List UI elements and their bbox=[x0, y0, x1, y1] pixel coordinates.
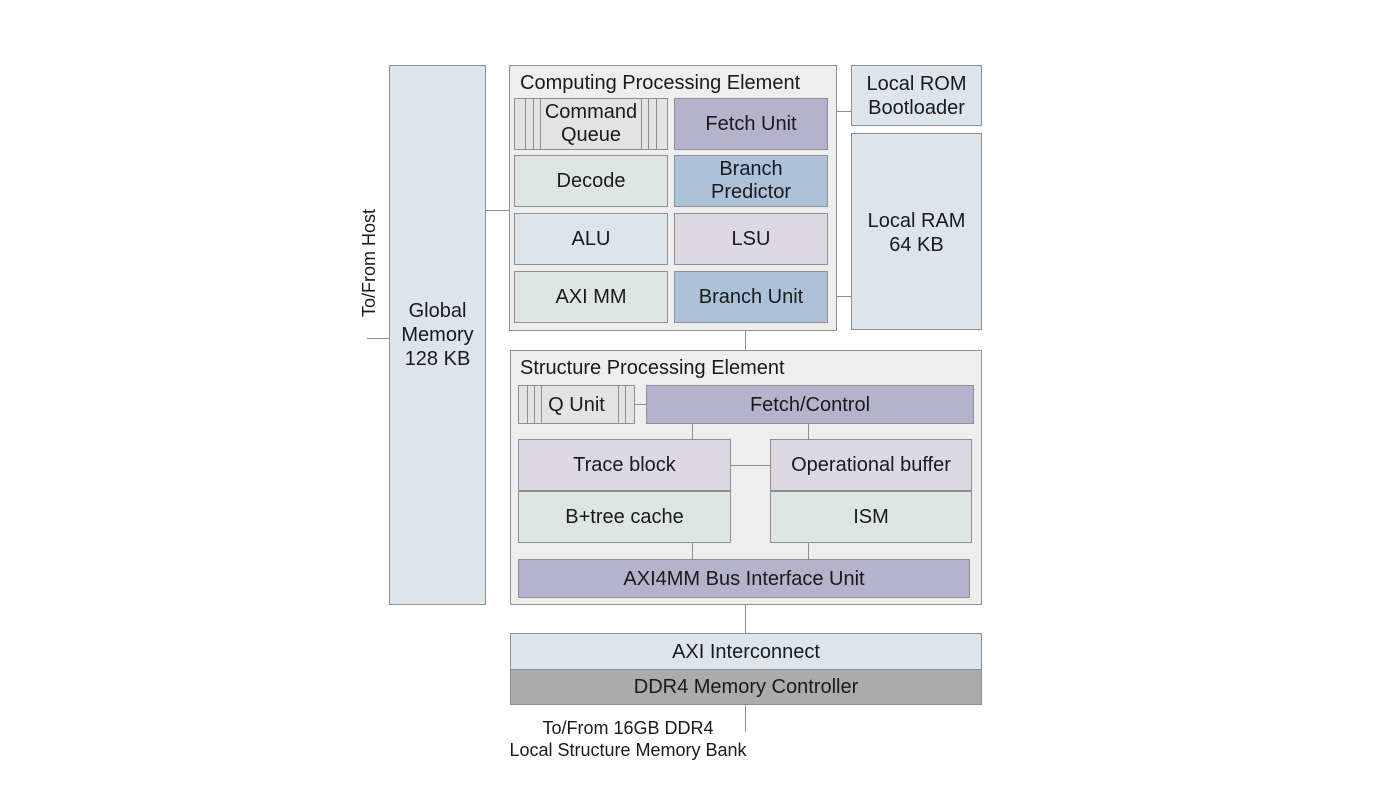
trace-block: Trace block bbox=[518, 439, 731, 491]
alu-label: ALU bbox=[571, 228, 611, 250]
btree-cache-label: B+tree cache bbox=[565, 506, 684, 528]
fetch-to-opbuf-line bbox=[808, 423, 809, 439]
fetch-unit-block: Fetch Unit bbox=[674, 98, 828, 150]
q-unit-label: Q Unit bbox=[548, 393, 605, 416]
branch-predictor-label: Branch Predictor bbox=[710, 158, 792, 203]
ddr-to-bank-line bbox=[745, 704, 746, 732]
fetch-to-rom-line bbox=[828, 111, 851, 112]
fetch-to-trace-line bbox=[692, 423, 693, 439]
command-queue-label: Command Queue bbox=[544, 101, 638, 146]
host-connector-line bbox=[367, 338, 390, 339]
axi-interconnect-label: AXI Interconnect bbox=[672, 640, 820, 663]
computing-pe-title: Computing Processing Element bbox=[520, 72, 801, 94]
operational-buffer-label: Operational buffer bbox=[791, 454, 951, 476]
global-to-computing-line bbox=[485, 210, 510, 211]
btree-cache-block: B+tree cache bbox=[518, 491, 731, 543]
fetch-control-block: Fetch/Control bbox=[646, 385, 974, 424]
ddr4-controller-block: DDR4 Memory Controller bbox=[510, 669, 982, 705]
ddr4-controller-label: DDR4 Memory Controller bbox=[633, 676, 859, 698]
local-ram-block: Local RAM 64 KB bbox=[851, 133, 982, 330]
lsu-label: LSU bbox=[731, 228, 771, 250]
alu-block: ALU bbox=[514, 213, 668, 265]
axi-interconnect-block: AXI Interconnect bbox=[510, 633, 982, 670]
branch-predictor-block: Branch Predictor bbox=[674, 155, 828, 207]
axi4mm-biu-block: AXI4MM Bus Interface Unit bbox=[518, 559, 970, 598]
trace-block-label: Trace block bbox=[573, 454, 676, 476]
ism-label: ISM bbox=[853, 506, 889, 528]
q-to-fetch-line bbox=[634, 404, 646, 405]
local-ram-label: Local RAM 64 KB bbox=[867, 210, 966, 256]
fetch-unit-label: Fetch Unit bbox=[705, 113, 797, 135]
trace-to-opbuf-line bbox=[730, 465, 771, 466]
branch-unit-block: Branch Unit bbox=[674, 271, 828, 323]
lsu-block: LSU bbox=[674, 213, 828, 265]
computing-to-structure-line bbox=[745, 322, 746, 351]
local-rom-block: Local ROM Bootloader bbox=[851, 65, 982, 126]
branch-unit-label: Branch Unit bbox=[698, 286, 804, 308]
decode-label: Decode bbox=[556, 170, 626, 192]
structure-pe-title: Structure Processing Element bbox=[520, 357, 785, 379]
global-memory-label: Global Memory 128 KB bbox=[401, 300, 474, 370]
btree-to-biu-line bbox=[692, 542, 693, 559]
ism-to-biu-line bbox=[808, 542, 809, 559]
host-label: To/From Host bbox=[359, 208, 379, 318]
memory-bank-label: To/From 16GB DDR4 Local Structure Memory… bbox=[509, 718, 747, 760]
structure-to-axi-line bbox=[745, 604, 746, 634]
q-unit-block: Q Unit bbox=[518, 385, 635, 424]
axi-mm-label: AXI MM bbox=[555, 286, 627, 308]
fetch-control-label: Fetch/Control bbox=[749, 393, 871, 416]
local-rom-label: Local ROM Bootloader bbox=[866, 72, 967, 119]
axi4mm-biu-label: AXI4MM Bus Interface Unit bbox=[623, 567, 865, 590]
branch-to-ram-line bbox=[828, 296, 851, 297]
global-memory-block: Global Memory 128 KB bbox=[389, 65, 486, 605]
ism-block: ISM bbox=[770, 491, 972, 543]
axi-mm-block: AXI MM bbox=[514, 271, 668, 323]
operational-buffer-block: Operational buffer bbox=[770, 439, 972, 491]
decode-block: Decode bbox=[514, 155, 668, 207]
command-queue-block: Command Queue bbox=[514, 98, 668, 150]
